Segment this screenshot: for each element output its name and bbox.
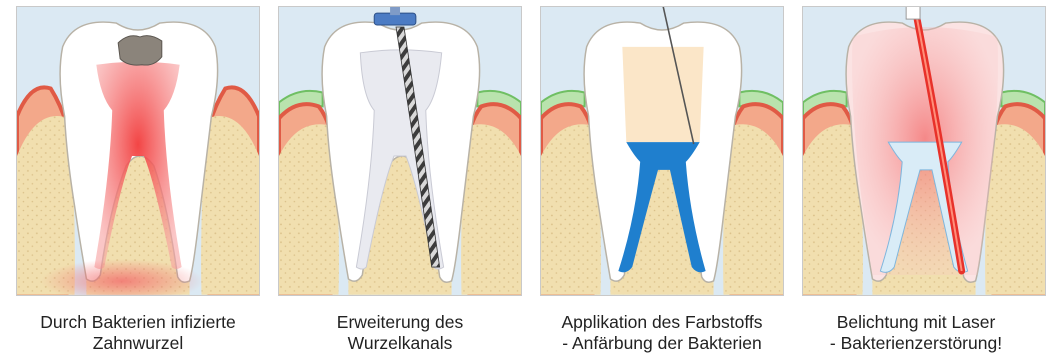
- panel-canal-widening: [278, 6, 522, 296]
- caption-line: - Bakterienzerstörung!: [785, 333, 1047, 354]
- caption-step-1: Durch Bakterien infizierte Zahnwurzel: [7, 312, 269, 354]
- file-instrument-illustration: [279, 7, 521, 295]
- caption-line: Applikation des Farbstoffs: [531, 312, 793, 333]
- laser-illustration: [803, 7, 1045, 295]
- panel-laser-exposure: [802, 6, 1046, 296]
- caption-step-3: Applikation des Farbstoffs - Anfärbung d…: [531, 312, 793, 354]
- infected-tooth-illustration: [17, 7, 259, 295]
- opened-pulp-chamber: [622, 47, 703, 142]
- caption-line: Durch Bakterien infizierte: [7, 312, 269, 333]
- caption-step-4: Belichtung mit Laser - Bakterienzerstöru…: [785, 312, 1047, 354]
- dye-illustration: [541, 7, 783, 295]
- cavity: [118, 36, 162, 65]
- caption-line: Zahnwurzel: [7, 333, 269, 354]
- caption-line: Erweiterung des: [269, 312, 531, 333]
- caption-line: Wurzelkanals: [269, 333, 531, 354]
- caption-line: - Anfärbung der Bakterien: [531, 333, 793, 354]
- panel-infected-root: [16, 6, 260, 296]
- panel-dye-application: [540, 6, 784, 296]
- laser-handpiece: [906, 7, 920, 19]
- caption-line: Belichtung mit Laser: [785, 312, 1047, 333]
- caption-step-2: Erweiterung des Wurzelkanals: [269, 312, 531, 354]
